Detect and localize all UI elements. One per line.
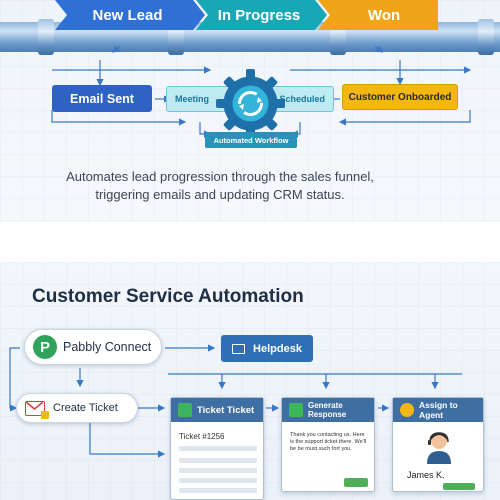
ticket-card: Ticket Ticket Ticket #1256 <box>170 397 264 500</box>
funnel-caption: Automates lead progression through the s… <box>66 169 374 202</box>
pipe-ring <box>38 19 54 55</box>
support-agent-icon <box>425 430 453 464</box>
gmail-icon <box>25 400 49 419</box>
helpdesk-label: Helpdesk <box>253 342 302 355</box>
agent-avatar-icon <box>400 403 414 417</box>
new-lead-chevron <box>55 0 205 30</box>
automation-gear-icon <box>213 66 288 141</box>
response-message: Thank you contacting us. Here is the sup… <box>290 432 367 452</box>
agent-card-header: Assign to Agent <box>393 398 483 422</box>
create-ticket-label: Create Ticket <box>53 402 118 414</box>
response-card-title: Generate Response <box>308 401 347 419</box>
stage-won: Won <box>367 6 401 24</box>
assign-agent-card: Assign to Agent James K. <box>392 397 484 492</box>
document-icon <box>178 403 192 417</box>
meeting-label: Meeting <box>175 94 210 104</box>
email-sent-box: Email Sent <box>52 85 152 112</box>
ticket-field <box>179 478 257 483</box>
stage-in-progress: In Progress <box>217 6 301 24</box>
sales-funnel-panel: New Lead In Progress Won Email Sent Meet… <box>0 0 500 222</box>
ticket-card-title: Ticket Ticket <box>197 404 255 416</box>
won-chevron <box>318 0 438 30</box>
flow-connectors <box>51 45 472 138</box>
ticket-field <box>179 446 257 451</box>
agent-card-title: Assign to Agent <box>419 400 458 420</box>
stage-new-lead: New Lead <box>92 6 163 24</box>
document-icon <box>289 403 303 417</box>
section-title: Customer Service Automation <box>32 286 304 307</box>
ticket-card-header: Ticket Ticket <box>171 398 263 422</box>
response-card-header: Generate Response <box>282 398 374 422</box>
send-button[interactable] <box>344 478 368 487</box>
scheduled-label: Scheduled <box>279 94 325 104</box>
helpdesk-node: Helpdesk <box>221 335 313 362</box>
pabbly-logo-icon: P <box>33 335 57 359</box>
pabbly-connect-label: Pabbly Connect <box>63 340 152 354</box>
assign-button[interactable] <box>443 483 475 490</box>
briefcase-icon <box>232 343 246 354</box>
ticket-field <box>179 468 257 473</box>
create-ticket-node: Create Ticket <box>16 393 138 423</box>
ticket-number: Ticket #1256 <box>179 432 225 441</box>
automated-workflow-label: Automated Workflow <box>205 132 297 148</box>
customer-onboarded-box: Customer Onboarded <box>342 84 458 110</box>
pipe-ring <box>478 19 494 55</box>
ticket-field <box>179 488 257 493</box>
generate-response-card: Generate Response Thank you contacting u… <box>281 397 375 492</box>
agent-name: James K. <box>407 470 445 480</box>
in-progress-chevron <box>196 0 327 30</box>
pabbly-connect-node: P Pabbly Connect <box>24 329 162 365</box>
ticket-field <box>179 458 257 463</box>
service-connectors <box>9 344 462 458</box>
stage-chevrons <box>55 0 438 30</box>
